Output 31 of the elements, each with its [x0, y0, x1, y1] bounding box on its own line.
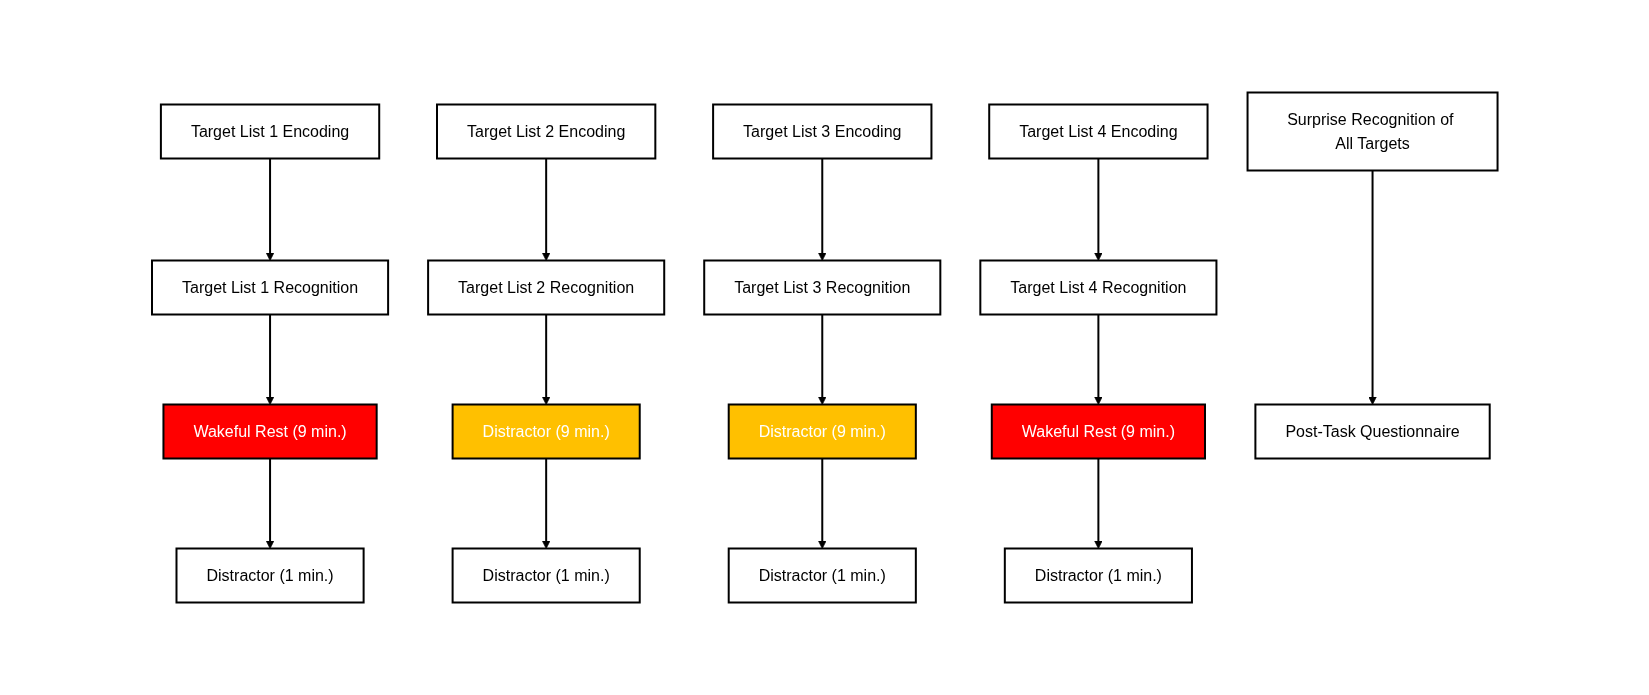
node-box: Target List 1 Encoding	[159, 103, 380, 160]
node-box: Distractor (1 min.)	[727, 547, 917, 604]
node-box: Surprise Recognition of All Targets	[1246, 91, 1499, 172]
node-box: Target List 3 Recognition	[702, 259, 942, 316]
node-box: Distractor (9 min.)	[727, 403, 917, 460]
arrow	[541, 313, 551, 405]
arrow	[541, 457, 551, 549]
node-box: Target List 1 Recognition	[150, 259, 389, 316]
node-box: Distractor (1 min.)	[1003, 547, 1193, 604]
arrow	[817, 313, 827, 405]
node-box: Distractor (1 min.)	[451, 547, 641, 604]
arrow	[1367, 169, 1377, 405]
node-box: Distractor (9 min.)	[451, 403, 641, 460]
node-box: Target List 2 Recognition	[426, 259, 665, 316]
arrow	[1093, 457, 1103, 549]
arrow	[265, 457, 275, 549]
arrow	[1093, 313, 1103, 405]
arrow	[541, 157, 551, 261]
node-box: Target List 2 Encoding	[435, 103, 657, 160]
arrow	[265, 157, 275, 261]
arrow	[265, 313, 275, 405]
node-box: Target List 4 Recognition	[979, 259, 1218, 316]
arrow	[817, 457, 827, 549]
node-box: Distractor (1 min.)	[175, 547, 365, 604]
node-box: Wakeful Rest (9 min.)	[162, 403, 378, 460]
node-box: Target List 4 Encoding	[987, 103, 1209, 160]
arrow	[1093, 157, 1103, 261]
node-box: Wakeful Rest (9 min.)	[990, 403, 1206, 460]
arrow	[817, 157, 827, 261]
node-box: Post-Task Questionnaire	[1254, 403, 1491, 460]
node-box: Target List 3 Encoding	[711, 103, 933, 160]
